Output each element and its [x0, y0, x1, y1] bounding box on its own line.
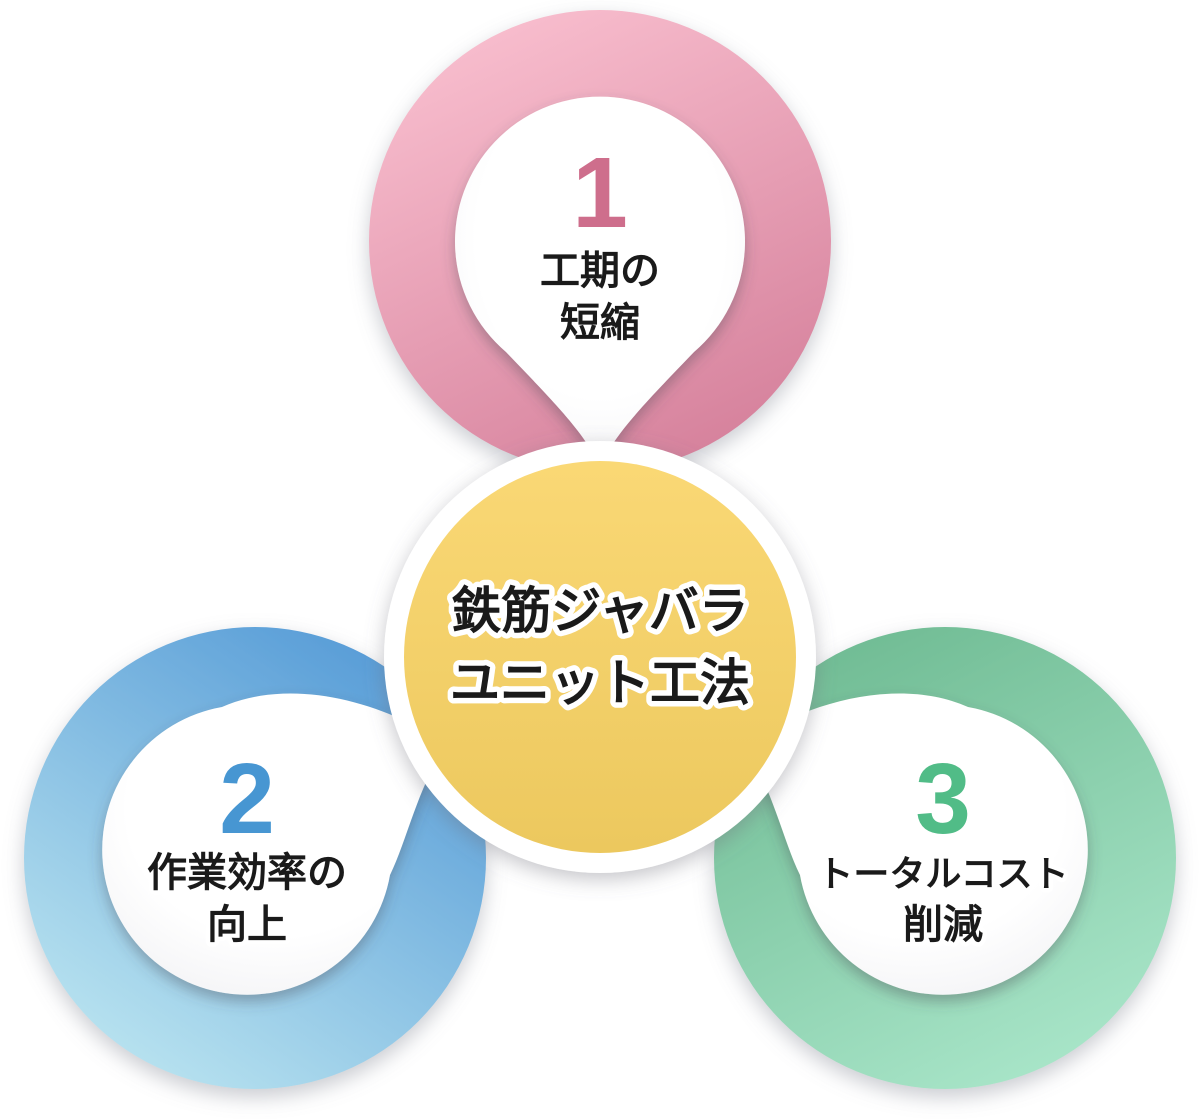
- benefit-3-label-line1: トータルコスト: [817, 853, 1068, 894]
- benefit-2-pointer-shape: [102, 693, 446, 995]
- benefit-2-label-line1: 作業効率の: [147, 851, 347, 895]
- center-disc: [404, 461, 796, 853]
- benefit-2-group: 2 作業効率の 向上: [24, 627, 486, 1089]
- center-title-line1: 鉄筋ジャバラ: [451, 583, 749, 639]
- benefit-3-group: 3 トータルコスト 削減: [714, 627, 1176, 1089]
- benefit-3-pointer-shape: [744, 693, 1088, 995]
- benefit-1-number: 1: [572, 137, 628, 249]
- benefit-1-label-line2: 短縮: [560, 301, 640, 345]
- benefit-1-label-line1: 工期の: [540, 249, 660, 293]
- benefit-2-number: 2: [219, 743, 275, 855]
- center-title-line2: ユニット工法: [450, 655, 750, 711]
- benefit-3-number: 3: [915, 743, 971, 855]
- benefit-2-label-line2: 向上: [207, 903, 287, 947]
- center-group: 鉄筋ジャバラ ユニット工法: [384, 441, 816, 873]
- benefit-1-pointer-shape: [455, 96, 745, 469]
- benefit-1-group: 1 工期の 短縮: [369, 10, 831, 472]
- benefit-3-label-line2: 削減: [903, 903, 983, 947]
